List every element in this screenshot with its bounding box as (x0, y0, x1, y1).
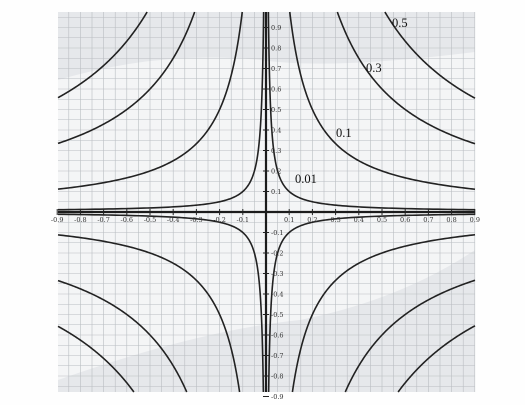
x-tick-label: 0.5 (377, 216, 387, 224)
curve-c-0.1 (57, 234, 241, 393)
y-tick-label: -0.3 (271, 270, 284, 278)
curve-label-0.3: 0.3 (366, 61, 382, 75)
x-tick-label: -0.7 (97, 216, 110, 224)
x-tick-label: 0.2 (307, 216, 317, 224)
curve-label-0.5: 0.5 (392, 16, 408, 30)
curve-label-0.01: 0.01 (295, 172, 317, 186)
y-tick-label: 0.3 (271, 147, 281, 155)
curve-c-0.3 (57, 11, 196, 145)
y-tick-label: -0.7 (271, 352, 284, 360)
y-tick-label: 0.4 (271, 127, 281, 135)
curve-c-0.3 (57, 279, 188, 393)
y-tick-label: -0.6 (271, 332, 284, 340)
y-tick-label: 0.8 (271, 45, 281, 53)
scan-shading-bottom (58, 250, 475, 392)
x-tick-label: 0.6 (400, 216, 410, 224)
x-tick-label: -0.4 (167, 216, 180, 224)
y-tick-label: 0.1 (271, 188, 281, 196)
curve-c-0.5 (397, 325, 476, 393)
x-tick-label: -0.3 (190, 216, 203, 224)
curve-label-0.1: 0.1 (336, 126, 352, 140)
y-tick-label: 0.2 (271, 168, 281, 176)
curve-c-0.3 (344, 279, 476, 393)
y-tick-label: -0.2 (271, 250, 284, 258)
x-tick-label: -0.5 (144, 216, 157, 224)
x-tick-label: 0.4 (354, 216, 364, 224)
x-tick-label: 0.7 (423, 216, 433, 224)
x-tick-label: 0.1 (284, 216, 294, 224)
x-tick-label: -0.6 (121, 216, 134, 224)
curve-c-0.1 (288, 11, 476, 191)
x-tick-label: -0.9 (51, 216, 64, 224)
curve-c-0.1 (57, 11, 244, 190)
x-tick-label: -0.8 (74, 216, 87, 224)
curve-c-0.5 (57, 325, 135, 393)
y-tick-label: 0.5 (271, 106, 281, 114)
curve-labels: 0.5 0.3 0.1 0.01 (295, 16, 408, 186)
y-tick-label: -0.4 (271, 291, 284, 299)
curve-c-0.01 (267, 11, 476, 211)
curve-c-0.3 (336, 11, 476, 145)
curves (57, 11, 476, 393)
curve-c-0.5 (57, 11, 148, 99)
curve-c-0.5 (384, 11, 476, 99)
x-tick-label: -0.2 (213, 216, 226, 224)
x-tick-label: 0.9 (470, 216, 480, 224)
curve-c-0.01 (267, 213, 476, 393)
curve-c-0.01 (57, 11, 265, 211)
curve-c-0.01 (57, 213, 265, 393)
y-tick-label: 0.9 (271, 24, 281, 32)
x-tick-label: -0.1 (237, 216, 250, 224)
y-tick-label: 0.7 (271, 65, 281, 73)
y-tick-label: -0.8 (271, 373, 284, 381)
y-tick-label: -0.1 (271, 229, 284, 237)
y-tick-label: -0.9 (271, 393, 284, 401)
y-tick-label: 0.6 (271, 86, 281, 94)
tick-marks (56, 27, 476, 397)
curve-c-0.1 (291, 233, 476, 393)
x-tick-label: 0.3 (330, 216, 340, 224)
x-tick-label: 0.8 (446, 216, 456, 224)
y-tick-label: -0.5 (271, 311, 284, 319)
